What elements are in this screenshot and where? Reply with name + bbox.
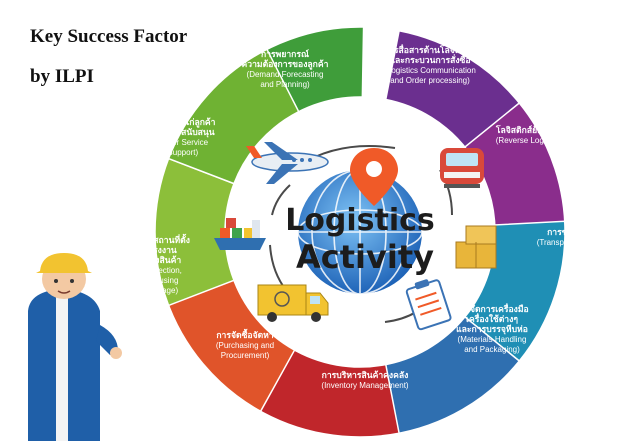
segment-label-materials: และการบรรจุหีบห่อ (456, 324, 528, 335)
cargo-ship-icon (214, 218, 266, 250)
segment-label-communication: และกระบวนการสั่งซื้อ (389, 53, 470, 65)
segment-label-communication: (Logistics Communication (384, 66, 476, 75)
segment-label-materials: การจัดการเครื่องมือ (455, 302, 528, 314)
segment-label-communication: การสื่อสารด้านโลจิสติกส์ (384, 43, 477, 55)
segment-label-customer: and Support) (152, 148, 199, 157)
segment-label-purchasing: การจัดซื้อจัดหา (216, 328, 274, 340)
segment-label-customer: (Customer Service (142, 138, 209, 147)
segment-label-site: Warehousing (132, 276, 179, 285)
segment-label-demand: and Planning) (260, 80, 310, 89)
segment-label-materials: เครื่องใช้ต่างๆ (466, 312, 518, 324)
segment-label-site: and Storage) (132, 286, 179, 295)
hub-text-line-1: Logistics (285, 203, 435, 238)
segment-label-site: การเลือกสถานที่ตั้ง (120, 233, 190, 245)
boxes-icon (455, 225, 497, 269)
clipboard-icon (405, 279, 452, 331)
segment-label-transportation: (Transportation) (537, 238, 594, 247)
airplane-icon (246, 142, 329, 184)
title-line-1: Key Success Factor (30, 26, 188, 47)
segment-label-reverse: (Reverse Logistics) (496, 136, 565, 145)
segment-label-demand: ความต้องการของลูกค้า (242, 59, 329, 70)
segment-label-customer: และกิจกรรมสนับสนุน (135, 127, 214, 138)
segment-label-customer: การให้บริการแก่ลูกค้า (134, 117, 215, 128)
segment-label-purchasing: Procurement) (221, 351, 270, 360)
hub-text-line-2: Activity (296, 238, 434, 276)
segment-label-materials: and Packaging) (464, 345, 520, 354)
segment-label-transportation: การขนส่ง (547, 227, 583, 237)
worker-icon (28, 253, 122, 441)
segment-label-site: (Site Selection, (128, 266, 182, 275)
segment-label-communication: and Order processing) (390, 76, 470, 85)
location-pin-icon (350, 148, 398, 206)
segment-label-reverse: โลจิสติกส์ย้อนกลับ (495, 124, 565, 135)
segment-label-demand: การพยากรณ์ (261, 49, 309, 59)
segment-label-demand: (Demand Forecasting (247, 70, 324, 79)
segment-label-inventory: (Inventory Management) (321, 381, 408, 390)
segment-label-site: และคลังสินค้า (129, 255, 182, 265)
title-line-2: by ILPI (30, 66, 94, 87)
train-icon (440, 148, 484, 188)
segment-labels: การพยากรณ์ความต้องการของลูกค้า(Demand Fo… (120, 43, 594, 390)
ring-segments (154, 26, 566, 438)
delivery-truck-icon (257, 284, 329, 322)
segment-label-materials: (Materials Handling (458, 335, 527, 344)
segment-label-purchasing: (Purchasing and (216, 341, 274, 350)
segment-label-site: ของโรงงาน (133, 244, 177, 255)
segment-label-inventory: การบริหารสินค้าคงคลัง (322, 370, 409, 380)
